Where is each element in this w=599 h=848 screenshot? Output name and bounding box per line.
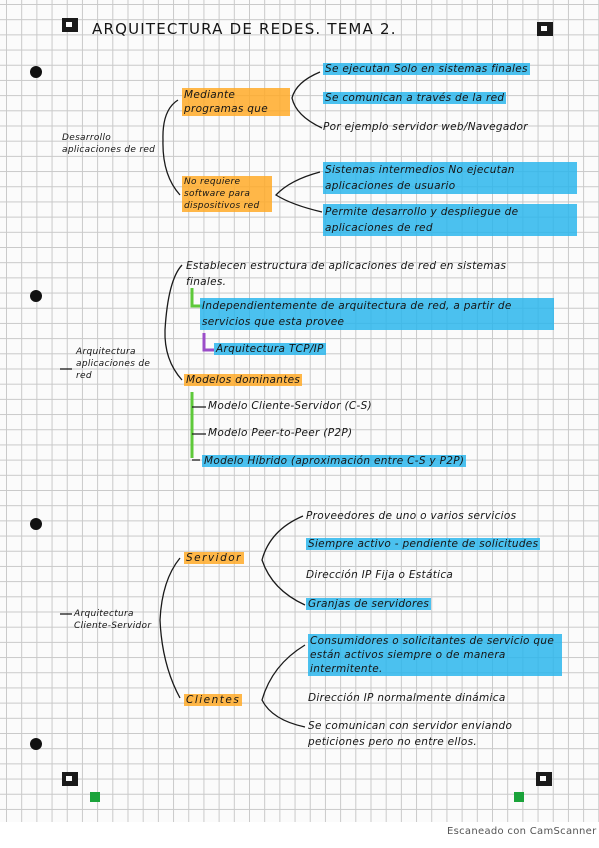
list-item: Modelo Cliente-Servidor (C-S) [208,400,372,412]
list-item: Se ejecutan Solo en sistemas finales [323,63,530,75]
list-item: Permite desarrollo y despliegue de aplic… [323,204,577,236]
list-item: Dirección IP normalmente dinámica [308,692,506,704]
intro-text: Establecen estructura de aplicaciones de… [186,260,507,288]
section-label: Arquitectura aplicaciones de red [76,347,151,381]
list-item: Siempre activo - pendiente de solicitude… [306,538,541,550]
list-item: Por ejemplo servidor web/Navegador [323,121,528,133]
group-head: Mediante programas que [182,88,290,116]
list-item: Modelo Híbrido (aproximación entre C-S y… [202,455,467,467]
list-item: Se comunican con servidor enviando petic… [308,720,513,748]
sub-item: Arquitectura TCP/IP [214,343,326,355]
group-head: Modelos dominantes [184,374,303,386]
notebook-page: ARQUITECTURA DE REDES. TEMA 2. [0,0,599,822]
footer-watermark: Escaneado con CamScanner [447,826,597,837]
section-label: Arquitectura Cliente-Servidor [74,609,152,631]
binder-hole-icon [30,518,42,530]
list-item: Granjas de servidores [306,598,432,610]
scan-corner-marker-icon [62,18,78,32]
green-square-icon [90,792,100,802]
page-title: ARQUITECTURA DE REDES. TEMA 2. [92,20,397,38]
green-square-icon [514,792,524,802]
section-label: Desarrollo aplicaciones de red [62,133,156,155]
scan-corner-marker-icon [536,772,552,786]
group-head: No requiere software para dispositivos r… [182,176,272,212]
list-item: Modelo Peer-to-Peer (P2P) [208,427,353,439]
scan-corner-marker-icon [62,772,78,786]
group-head: Clientes [184,694,243,706]
binder-hole-icon [30,290,42,302]
binder-hole-icon [30,738,42,750]
scan-corner-marker-icon [537,22,553,36]
list-item: Se comunican a través de la red [323,92,507,104]
group-head: Servidor [184,552,244,564]
sub-item: Independientemente de arquitectura de re… [200,298,554,330]
list-item: Consumidores o solicitantes de servicio … [308,634,562,676]
list-item: Dirección IP Fija o Estática [306,569,454,581]
binder-hole-icon [30,66,42,78]
brace-diagram [60,71,323,728]
list-item: Proveedores de uno o varios servicios [306,510,517,522]
list-item: Sistemas intermedios No ejecutan aplicac… [323,162,577,194]
